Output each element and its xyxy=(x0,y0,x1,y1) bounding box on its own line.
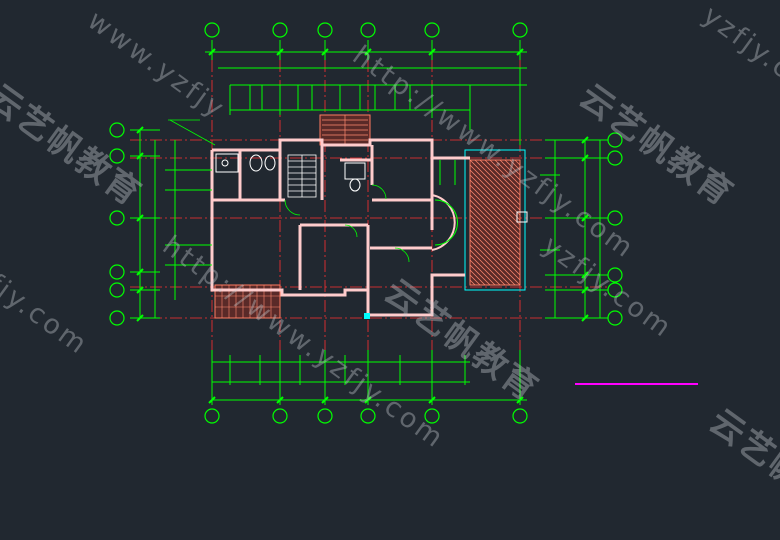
roof-hatch-line xyxy=(469,254,501,286)
roof-hatch-line xyxy=(469,244,511,286)
roof-hatch-line xyxy=(469,219,521,271)
bathroom-fixtures xyxy=(215,153,366,192)
roof-hatch-line xyxy=(484,159,521,196)
roof-hatch-line xyxy=(489,159,521,191)
stair-hatch xyxy=(319,114,371,146)
roof-hatch-line xyxy=(469,214,521,266)
roof-hatch-line xyxy=(469,249,506,286)
roof-hatch-line xyxy=(469,179,521,231)
roof-hatch-line xyxy=(469,164,521,216)
roof-hatch-line xyxy=(469,169,521,221)
roof-hatch-line xyxy=(469,274,481,286)
roof-hatch-line xyxy=(469,189,521,241)
bay-window-arc xyxy=(431,194,456,251)
roof-hatch-line xyxy=(494,159,521,186)
roof-hatch-line xyxy=(514,159,521,166)
roof-hatch-line xyxy=(469,279,476,286)
roof-hatch-line xyxy=(479,159,521,201)
roof-hatch-line xyxy=(469,239,516,286)
roof-hatch-line xyxy=(469,209,521,261)
roof-hatch-line xyxy=(469,194,521,246)
roof-hatch-line xyxy=(469,224,521,276)
roof-hatch-line xyxy=(499,159,521,181)
bay-window-dim xyxy=(434,199,458,246)
roof-hatch-line xyxy=(469,234,521,286)
roof-hatch-line xyxy=(469,229,521,281)
roof-hatch-line xyxy=(469,259,496,286)
roof-hatch xyxy=(464,149,528,291)
roof-hatch-line xyxy=(469,174,521,226)
walls xyxy=(210,138,470,317)
dimension-lines xyxy=(130,40,608,405)
roof-hatch-line xyxy=(469,204,521,256)
roof-hatch-line xyxy=(469,159,521,211)
roof-hatch-line xyxy=(469,184,521,236)
model-space-background xyxy=(0,0,780,455)
roof-hatch-line xyxy=(469,264,491,286)
roof-hatch-line xyxy=(504,159,521,176)
roof-hatch-line xyxy=(469,269,486,286)
stair-treads xyxy=(287,154,317,198)
window-marks xyxy=(185,160,456,266)
roof-hatch-line xyxy=(509,159,521,171)
roof-hatch-line xyxy=(474,159,521,206)
cad-drawing-canvas[interactable] xyxy=(0,0,780,455)
column-marker xyxy=(364,313,370,319)
dimension-ticks xyxy=(136,48,589,404)
door-swings xyxy=(284,184,410,263)
roof-hatch-line xyxy=(469,199,521,251)
